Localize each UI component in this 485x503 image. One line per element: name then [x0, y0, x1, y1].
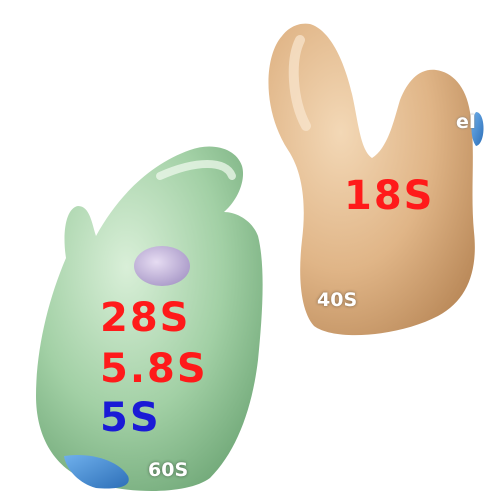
peptide-tunnel-exit	[134, 246, 190, 286]
factor-label: eI	[456, 113, 476, 132]
subunit-label-40s: 40S	[317, 291, 357, 310]
rrna-label-18s: 18S	[344, 176, 434, 216]
subunit-label-60s: 60S	[148, 461, 188, 480]
rrna-label-5-8s: 5.8S	[100, 349, 208, 389]
rrna-label-5s: 5S	[100, 398, 161, 438]
rrna-label-28s: 28S	[100, 298, 190, 338]
